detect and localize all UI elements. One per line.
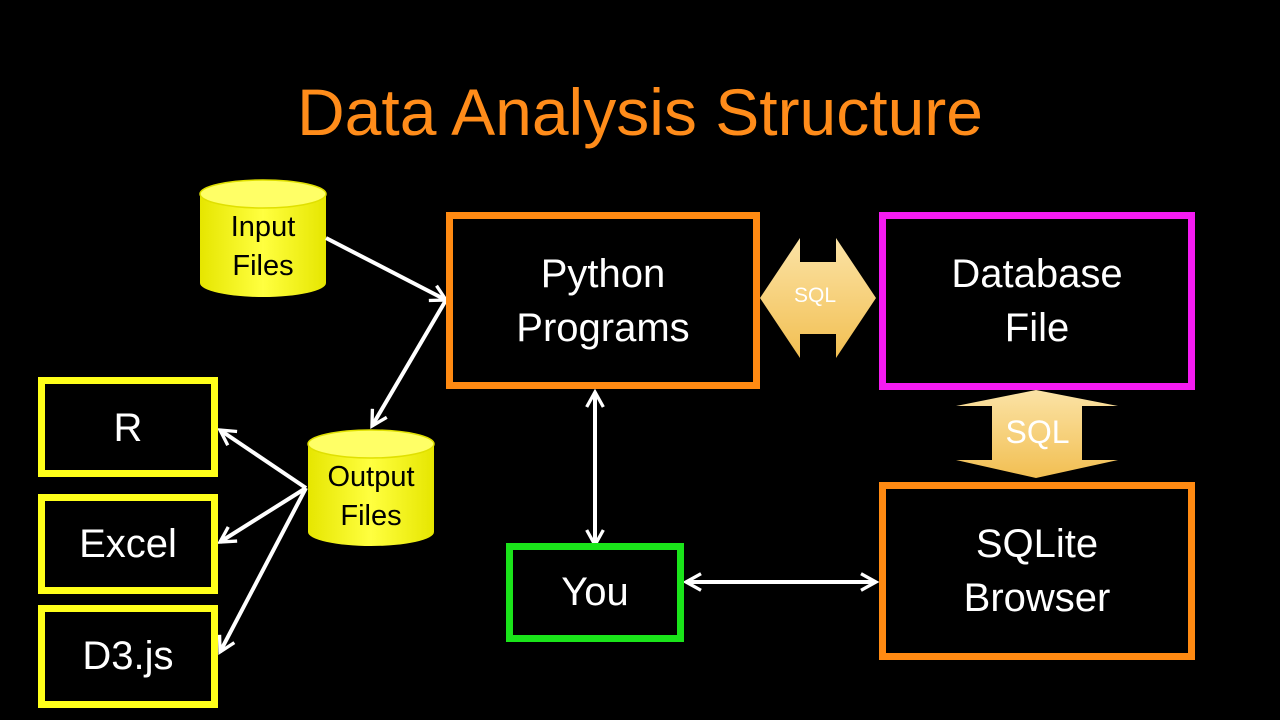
- output-files-line-1: Output: [327, 461, 415, 493]
- you-label: You: [561, 570, 629, 614]
- python-programs-line-1: Python: [540, 251, 666, 296]
- slide-title: Data Analysis Structure: [297, 75, 983, 149]
- sql-horizontal-label: SQL: [793, 284, 837, 307]
- arrow-output-to-r: [220, 430, 308, 490]
- python-programs-box: Python Programs: [446, 212, 760, 389]
- output-files-cylinder: [307, 429, 435, 546]
- arrow-output-to-excel: [220, 486, 308, 542]
- excel-label: Excel: [79, 521, 177, 566]
- arrow-input-to-python: [325, 236, 446, 300]
- output-files-label: Output Files: [308, 458, 434, 536]
- excel-box: Excel: [38, 494, 218, 594]
- input-files-line-1: Input: [230, 211, 296, 243]
- database-file-line-2: File: [1004, 306, 1070, 350]
- output-files-line-2: Files: [340, 500, 402, 532]
- database-file-box: Database File: [879, 212, 1195, 390]
- sqlite-browser-line-2: Browser: [963, 576, 1111, 620]
- sql-vertical-label: SQL: [1005, 414, 1070, 450]
- sql-horizontal-arrow: [760, 238, 876, 358]
- d3-label: D3.js: [82, 634, 174, 678]
- r-label: R: [113, 406, 143, 450]
- r-box: R: [38, 377, 218, 477]
- python-programs-line-2: Programs: [516, 305, 690, 350]
- input-files-line-2: Files: [232, 250, 294, 282]
- input-files-label: Input Files: [200, 208, 326, 286]
- sqlite-browser-box: SQLite Browser: [879, 482, 1195, 660]
- d3-box: D3.js: [38, 605, 218, 708]
- arrow-python-to-output: [372, 298, 448, 426]
- database-file-line-1: Database: [951, 252, 1123, 296]
- you-box: You: [506, 543, 684, 642]
- input-files-cylinder: [199, 179, 327, 297]
- sqlite-browser-line-1: SQLite: [975, 522, 1099, 566]
- sql-vertical-arrow: [956, 390, 1118, 478]
- arrow-output-to-d3: [220, 487, 308, 652]
